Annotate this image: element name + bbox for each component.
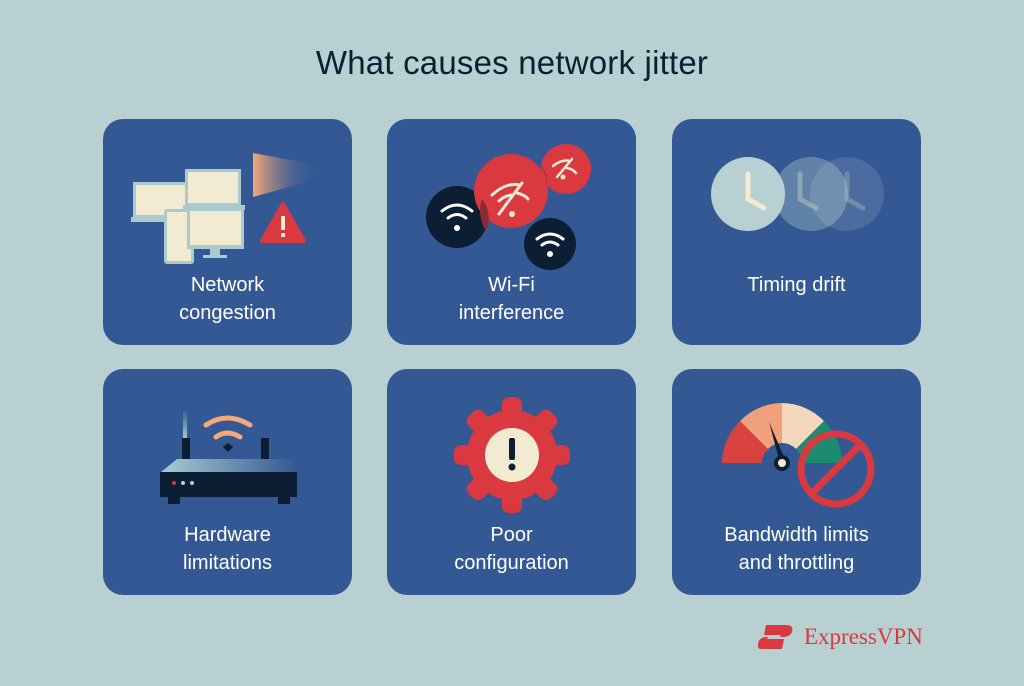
- card-label-line2: configuration: [454, 552, 569, 574]
- card-label-line1: Hardware: [184, 524, 271, 546]
- expressvpn-logo: ExpressVPN: [758, 623, 923, 651]
- clock-drift-icon: [711, 157, 884, 231]
- card-wifi-interference: Wi-Fi interference: [387, 119, 636, 345]
- card-label-line1: Network: [190, 274, 265, 296]
- card-label-line2: limitations: [183, 552, 272, 574]
- page-title: What causes network jitter: [315, 44, 709, 81]
- devices-congestion-icon: [131, 153, 318, 264]
- card-label-line2: interference: [458, 302, 565, 324]
- card-label-line1: Timing drift: [747, 274, 846, 296]
- card-timing-drift: Timing drift: [672, 119, 921, 345]
- wifi-interference-icon: [426, 144, 591, 270]
- speedometer-blocked-icon: [722, 403, 875, 508]
- router-icon: [160, 409, 297, 504]
- card-label-line2: and throttling: [738, 552, 855, 574]
- gear-warning-icon: [454, 397, 570, 513]
- card-bandwidth-throttling: Bandwidth limits and throttling: [672, 369, 921, 595]
- card-label-line1: Poor: [490, 524, 533, 546]
- expressvpn-logo-icon: [758, 625, 793, 649]
- card-label-line2: congestion: [179, 302, 276, 324]
- brand-name: ExpressVPN: [804, 624, 923, 649]
- card-network-congestion: Network congestion: [103, 119, 352, 345]
- card-label-line1: Bandwidth limits: [724, 524, 869, 546]
- card-label-line1: Wi-Fi: [488, 274, 535, 296]
- card-hardware-limitations: Hardware limitations: [103, 369, 352, 595]
- card-poor-configuration: Poor configuration: [387, 369, 636, 595]
